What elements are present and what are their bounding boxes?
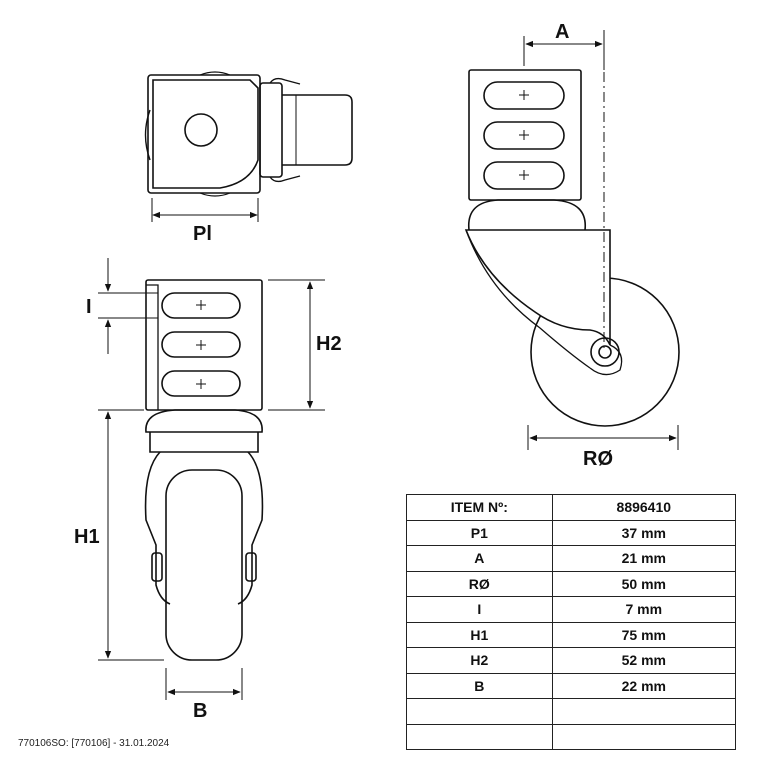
label-h2: H2 [316,333,342,355]
row-value: 37 mm [551,519,737,546]
dimension-b [165,668,243,700]
row-label: I [406,596,553,623]
row-label: A [406,545,553,572]
dimension-ro [527,425,679,450]
row-label [406,698,553,725]
row-label: H2 [406,647,553,674]
table-header-row: ITEM Nº: 8896410 [406,494,737,521]
table-row: A 21 mm [406,545,737,572]
row-label: P1 [406,519,553,546]
document-footer: 770106SO: [770106] - 31.01.2024 [18,738,170,749]
mounting-hole-icon [184,113,218,147]
row-value: 75 mm [551,621,737,648]
dimension-h1 [98,409,164,661]
table-row [406,698,737,725]
table-row: H2 52 mm [406,647,737,674]
label-i: I [86,296,92,318]
table-row: RØ 50 mm [406,570,737,597]
row-label: RØ [406,570,553,597]
label-h1: H1 [74,526,100,548]
dimension-h2 [268,279,325,411]
row-label: H1 [406,621,553,648]
dimension-i [98,258,158,354]
label-b: B [193,700,207,722]
row-value: 52 mm [551,647,737,674]
spec-table: ITEM Nº: 8896410 P1 37 mm A 21 mm RØ 50 … [406,494,737,750]
table-row: I 7 mm [406,596,737,623]
row-value [551,723,737,750]
front-view [464,69,680,427]
dimension-a [523,30,605,350]
table-row: P1 37 mm [406,519,737,546]
label-ro: RØ [583,448,613,470]
table-row [406,723,737,750]
dimension-pl [151,198,259,222]
row-value: 22 mm [551,672,737,699]
table-row: H1 75 mm [406,621,737,648]
item-number-label: ITEM Nº: [406,494,553,521]
side-view [144,279,264,661]
label-a: A [555,21,569,43]
row-value: 50 mm [551,570,737,597]
row-value [551,698,737,725]
row-value: 21 mm [551,545,737,572]
row-label [406,723,553,750]
top-view [144,71,353,197]
row-value: 7 mm [551,596,737,623]
label-pl: Pl [193,223,212,245]
row-label: B [406,672,553,699]
table-row: B 22 mm [406,672,737,699]
item-number-value: 8896410 [551,494,737,521]
